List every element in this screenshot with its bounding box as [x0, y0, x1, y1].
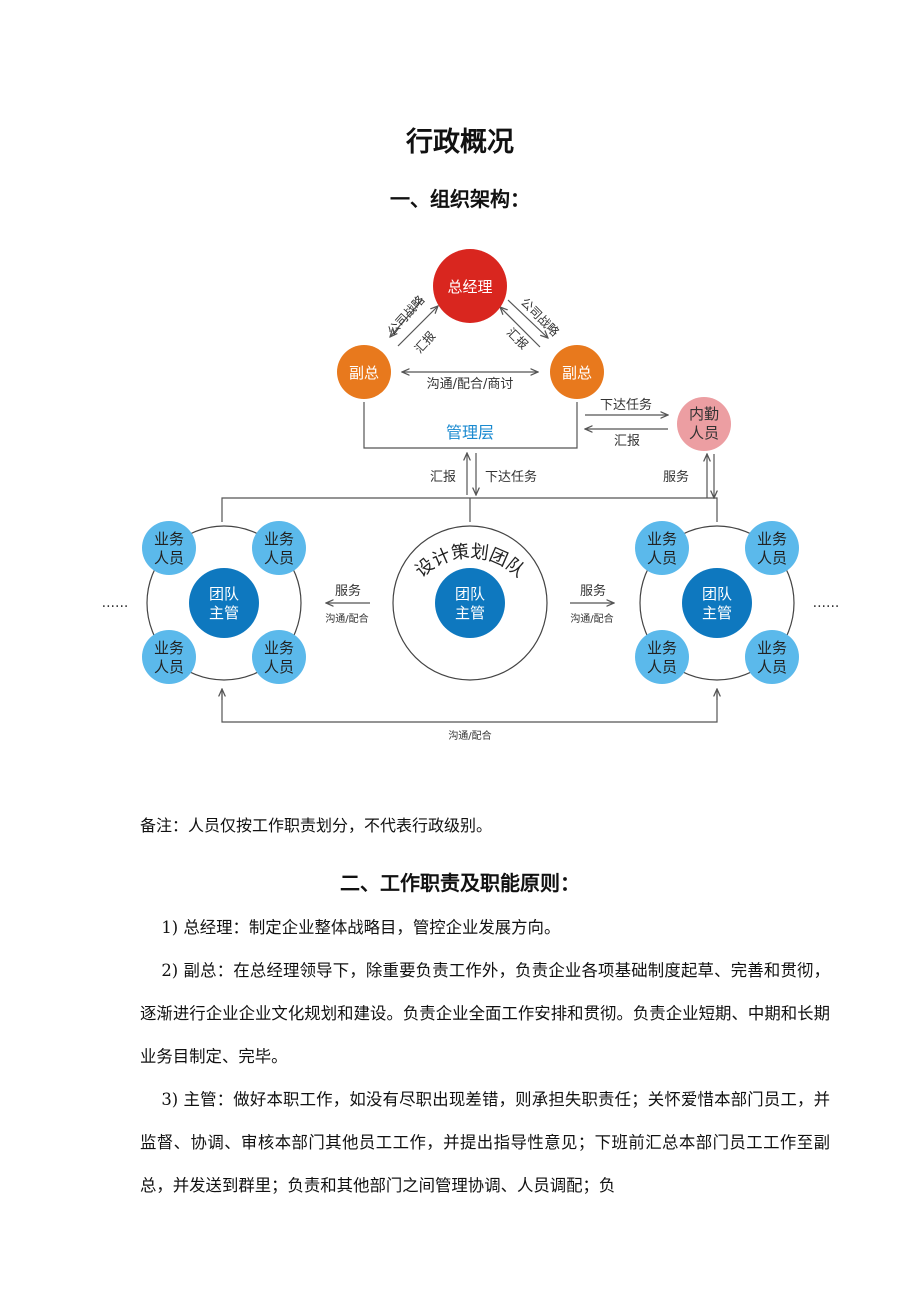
note-text: 备注：人员仅按工作职责划分，不代表行政级别。 — [140, 816, 493, 835]
node-label: 团队 — [702, 585, 732, 603]
svg-text:副总: 副总 — [562, 364, 592, 382]
node-label: 业务 — [647, 639, 677, 657]
svg-text:总经理: 总经理 — [447, 278, 492, 296]
ellipsis-right: ...... — [813, 595, 840, 611]
node-label: 业务 — [154, 639, 184, 657]
node-label: 人员 — [264, 658, 294, 676]
label-report-right: 汇报 — [504, 325, 532, 353]
node-label: 人员 — [264, 549, 294, 567]
node-label: 业务 — [264, 530, 294, 548]
node-office-staff: 内勤 人员 — [677, 397, 731, 451]
node-label: 人员 — [647, 549, 677, 567]
label-comm-left: 沟通/配合 — [325, 612, 368, 625]
arrow-report-right — [500, 307, 541, 348]
label-service-right: 服务 — [580, 583, 606, 599]
arrow-strategy-left — [390, 299, 423, 337]
node-label: 人员 — [757, 658, 787, 676]
arrow-report-left — [397, 306, 438, 347]
label-report-office: 汇报 — [614, 434, 640, 449]
label-comm-bottom: 沟通/配合 — [448, 729, 491, 742]
duties-body: 1) 总经理：制定企业整体战略目，管控企业发展方向。 2) 副总：在总经理领导下… — [140, 906, 830, 1207]
node-label: 人员 — [154, 658, 184, 676]
svg-text:人员: 人员 — [689, 424, 719, 442]
bottom-comm-line — [221, 690, 718, 723]
node-label: 团队 — [455, 585, 485, 603]
label-service-left: 服务 — [335, 583, 361, 599]
node-label: 业务 — [757, 639, 787, 657]
node-label: 业务 — [264, 639, 294, 657]
label-comm-right: 沟通/配合 — [570, 612, 613, 625]
node-vp-right: 副总 — [550, 345, 604, 399]
node-label: 人员 — [647, 658, 677, 676]
svg-text:副总: 副总 — [349, 364, 379, 382]
node-label: 主管 — [702, 604, 732, 622]
section-heading-duties: 二、工作职责及职能原则： — [340, 871, 580, 895]
node-label: 主管 — [209, 604, 239, 622]
node-general-manager: 总经理 — [433, 249, 507, 323]
label-assign-mgmt: 下达任务 — [485, 469, 537, 485]
page-title: 行政概况 — [406, 127, 514, 158]
label-assign-office: 下达任务 — [600, 397, 652, 413]
node-label: 主管 — [455, 604, 485, 622]
paragraph-gm: 1) 总经理：制定企业整体战略目，管控企业发展方向。 — [161, 918, 561, 937]
paragraph-supervisor: 3) 主管：做好本职工作，如没有尽职出现差错，则承担失职责任；关怀爱惜本部门员工… — [140, 1090, 830, 1195]
management-label: 管理层 — [446, 423, 494, 442]
paragraph-vp: 2) 副总：在总经理领导下，除重要负责工作外，负责企业各项基础制度起草、完善和贯… — [140, 961, 830, 1066]
org-chart: 公司战略 汇报 公司战略 汇报 沟通/配合/商讨 下达任务 汇报 服务 汇报 下… — [102, 249, 840, 742]
section-heading-org: 一、组织架构： — [390, 187, 530, 211]
ellipsis-left: ...... — [102, 595, 129, 611]
node-label: 业务 — [647, 530, 677, 548]
label-report-mgmt: 汇报 — [430, 470, 456, 485]
node-label: 团队 — [209, 585, 239, 603]
node-label: 人员 — [154, 549, 184, 567]
label-strategy-left: 公司战略 — [384, 292, 427, 338]
label-vp-comm: 沟通/配合/商讨 — [427, 377, 514, 392]
node-label: 业务 — [757, 530, 787, 548]
label-service-office: 服务 — [663, 469, 689, 485]
management-bracket — [363, 402, 578, 449]
node-vp-left: 副总 — [337, 345, 391, 399]
label-report-left: 汇报 — [411, 328, 438, 356]
svg-text:内勤: 内勤 — [689, 405, 719, 423]
arrow-strategy-right — [507, 299, 548, 338]
node-label: 人员 — [757, 549, 787, 567]
node-label: 业务 — [154, 530, 184, 548]
